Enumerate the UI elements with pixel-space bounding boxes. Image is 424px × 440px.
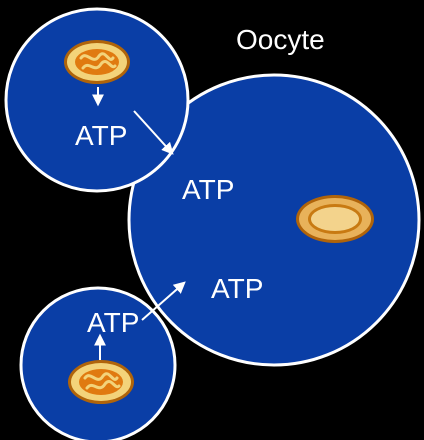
oocyte-label: Oocyte bbox=[236, 26, 325, 54]
mitochondrion-icon bbox=[68, 360, 134, 404]
atp-label-oocyte-upper: ATP bbox=[182, 176, 234, 204]
atp-label-top-cell: ATP bbox=[75, 122, 127, 150]
atp-label-oocyte-lower: ATP bbox=[211, 275, 263, 303]
atp-label-bottom-cell: ATP bbox=[87, 309, 139, 337]
mitochondrion-icon bbox=[64, 40, 130, 84]
nucleus-icon bbox=[296, 195, 374, 243]
